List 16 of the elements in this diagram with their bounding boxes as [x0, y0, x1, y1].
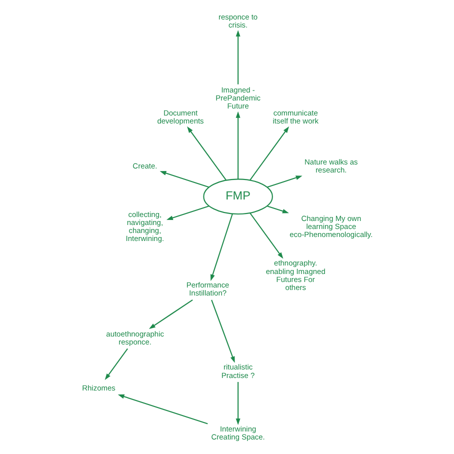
arrow	[267, 205, 289, 213]
arrow	[148, 298, 193, 329]
arrow	[118, 394, 208, 424]
arrow	[267, 175, 302, 188]
arrow	[166, 205, 210, 220]
arrow	[236, 30, 240, 84]
arrow	[236, 381, 240, 424]
node-ellipse: FMP	[203, 178, 273, 214]
arrow	[211, 299, 235, 362]
arrow	[104, 348, 128, 380]
arrow	[250, 212, 284, 258]
arrow	[210, 213, 233, 280]
arrow	[250, 126, 290, 180]
arrow	[160, 170, 210, 188]
arrow	[187, 126, 227, 180]
arrow	[236, 110, 240, 179]
